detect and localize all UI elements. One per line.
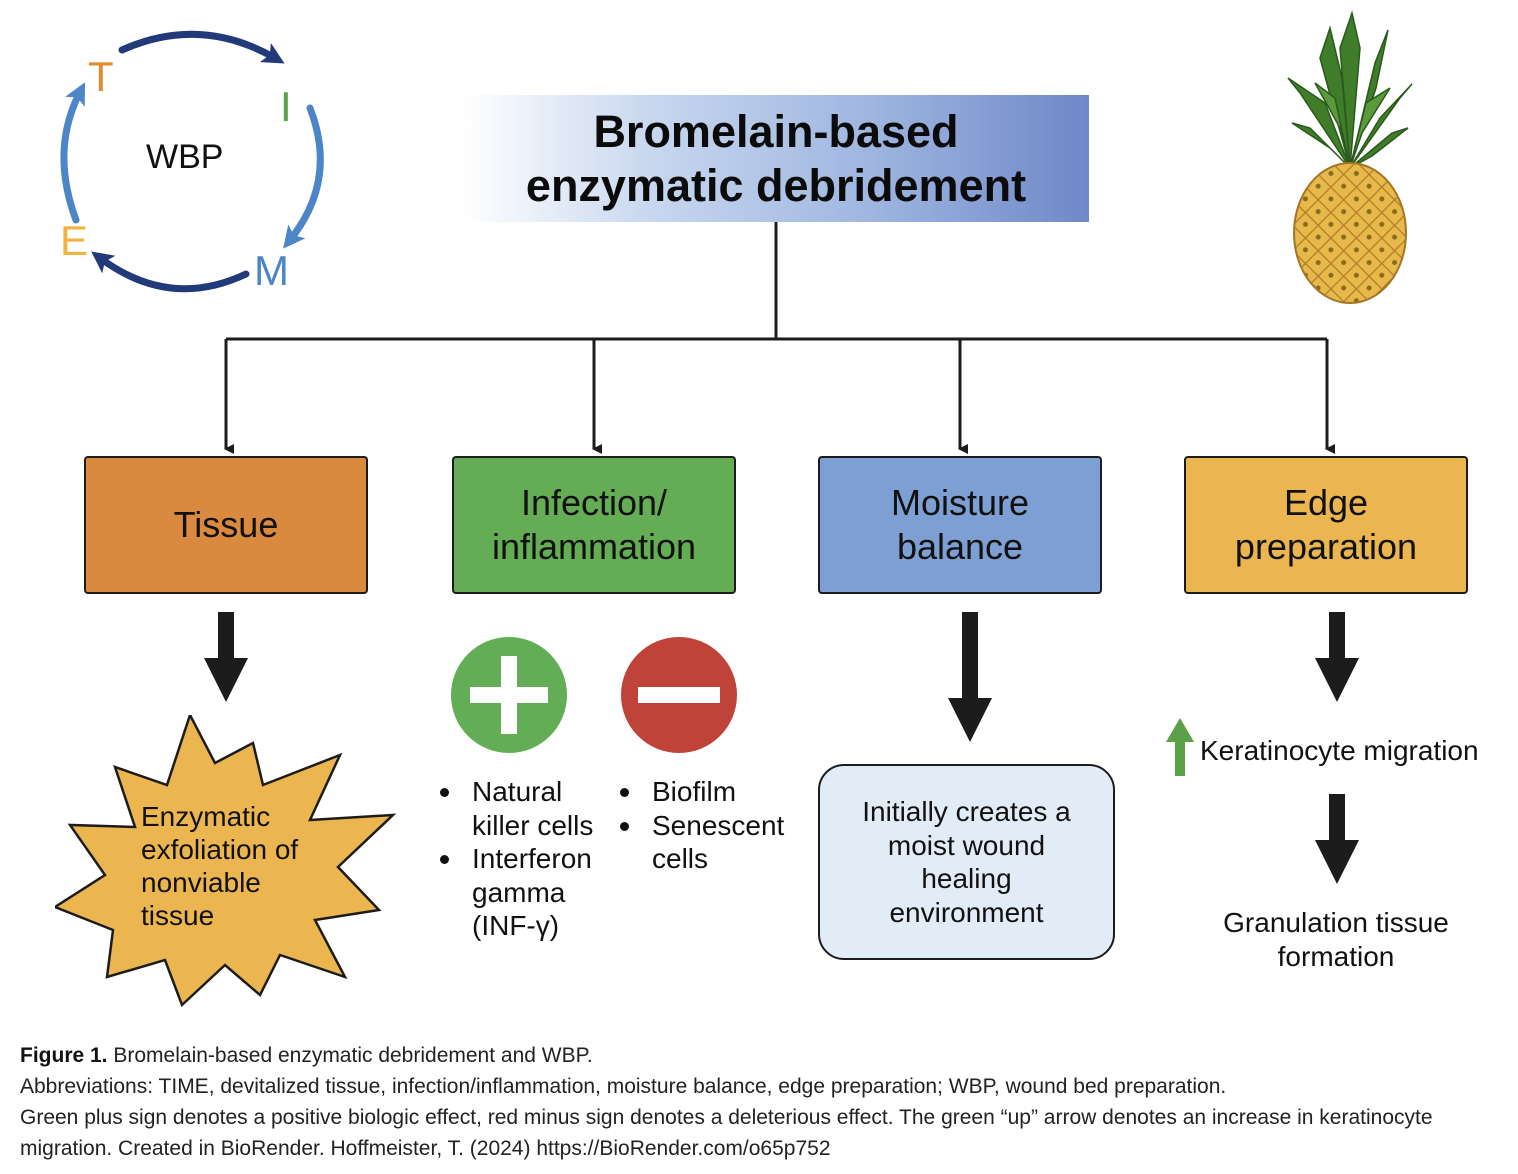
list-item: Interferon gamma (INF-γ)	[440, 842, 620, 943]
category-box-edge: Edge preparation	[1184, 456, 1468, 594]
list-item: Natural killer cells	[440, 775, 620, 842]
down-arrow-tissue	[204, 612, 248, 702]
cycle-letter-e: E	[60, 217, 89, 264]
cycle-letter-i: I	[280, 83, 292, 130]
category-label-tissue: Tissue	[173, 504, 279, 545]
list-item: Senescent cells	[620, 809, 810, 876]
down-arrow-edge-2	[1315, 794, 1359, 884]
category-label-moisture: Moisture balance	[890, 482, 1030, 567]
cycle-arrow-bottom	[91, 251, 250, 293]
figure-caption: Figure 1. Bromelain-based enzymatic debr…	[20, 1040, 1500, 1164]
moisture-outcome-box: Initially creates a moist wound healing …	[818, 764, 1115, 960]
cycle-arrow-left	[60, 82, 86, 224]
cycle-arrow-right	[283, 104, 324, 249]
category-box-infection: Infection/ inflammation	[452, 456, 736, 594]
cycle-arrow-top	[118, 30, 285, 64]
category-box-moisture: Moisture balance	[818, 456, 1102, 594]
down-arrow-moisture	[948, 612, 992, 742]
caption-abbreviations: Abbreviations: TIME, devitalized tissue,…	[20, 1075, 1227, 1098]
category-label-infection: Infection/ inflammation	[491, 482, 697, 567]
negative-effects-list: Biofilm Senescent cells	[620, 775, 810, 876]
moisture-outcome-text: Initially creates a moist wound healing …	[862, 796, 1071, 928]
cycle-letter-t: T	[88, 53, 114, 100]
cycle-center-label: WBP	[146, 138, 224, 176]
up-arrow-icon	[1166, 718, 1194, 776]
title-box: Bromelain-based enzymatic debridement	[463, 95, 1089, 222]
tissue-outcome-text: Enzymatic exfoliation of nonviable tissu…	[141, 801, 299, 931]
list-item: Biofilm	[620, 775, 810, 809]
time-cycle-diagram: T I M E WBP	[50, 20, 340, 310]
category-box-tissue: Tissue	[84, 456, 368, 594]
keratinocyte-migration-text: Keratinocyte migration	[1200, 735, 1479, 766]
plus-sign-icon	[451, 637, 567, 753]
minus-sign-icon	[621, 637, 737, 753]
caption-note: Green plus sign denotes a positive biolo…	[20, 1106, 1433, 1160]
figure-label: Figure 1.	[20, 1044, 108, 1067]
down-arrow-edge-1	[1315, 612, 1359, 702]
category-label-edge: Edge preparation	[1234, 482, 1418, 567]
pineapple-icon	[1287, 10, 1413, 304]
starburst-shape	[55, 715, 397, 1008]
granulation-tissue-text: Granulation tissue formation	[1223, 907, 1449, 972]
positive-effects-list: Natural killer cells Interferon gamma (I…	[440, 775, 620, 943]
cycle-letter-m: M	[254, 247, 289, 294]
diagram-title: Bromelain-based enzymatic debridement	[525, 105, 1027, 211]
figure-title: Bromelain-based enzymatic debridement an…	[113, 1044, 593, 1067]
